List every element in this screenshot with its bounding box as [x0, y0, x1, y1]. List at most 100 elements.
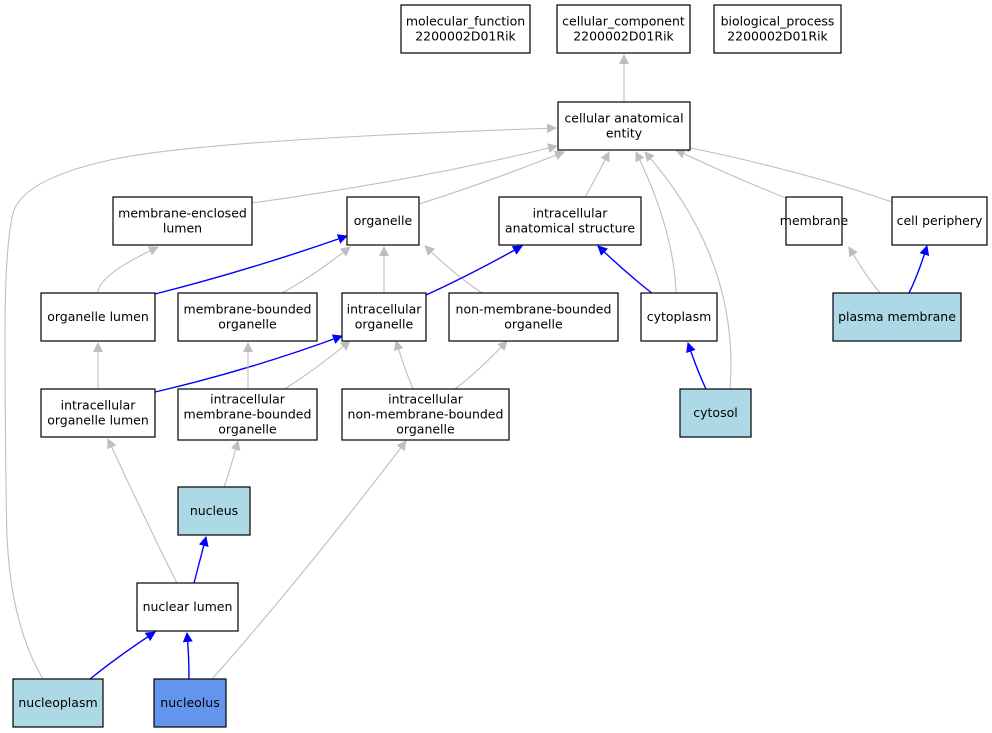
edge-intracellular-organelle-to-intracellular-anatomical-structure	[425, 245, 523, 296]
edge-nucleoplasm-to-nuclear-lumen	[89, 631, 156, 680]
term-label-line: non-membrane-bounded	[348, 407, 504, 422]
edge-nucleolus-to-intracellular-non-membrane-bounded-organelle	[211, 440, 407, 680]
term-box	[341, 388, 510, 441]
term-label-line: organelle lumen	[47, 309, 149, 324]
term-label-line: organelle	[354, 213, 413, 228]
edge-nuclear-lumen-to-nucleus	[193, 536, 209, 584]
term-box	[832, 292, 962, 342]
term-label-line: cytoplasm	[647, 309, 712, 324]
term-box	[556, 4, 691, 54]
term-label-line: cell periphery	[897, 213, 983, 228]
term-label-line: organelle lumen	[47, 413, 149, 428]
term-label-line: nuclear lumen	[143, 599, 233, 614]
term-label-line: intracellular	[347, 302, 423, 317]
edge-cytoplasm-to-cellular-anatomical-entity	[635, 151, 677, 294]
term-label-line: entity	[606, 126, 643, 141]
term-label-line: 2200002D01Rik	[727, 29, 828, 44]
edge-membrane-bounded-organelle-to-organelle	[281, 246, 351, 294]
term-box	[785, 196, 843, 246]
term-node-cell-periphery[interactable]: cell periphery	[891, 196, 988, 246]
term-label-line: organelle	[355, 317, 414, 332]
term-label-line: membrane-bounded	[184, 407, 312, 422]
term-label-line: membrane-bounded	[184, 302, 312, 317]
term-label-line: cellular anatomical	[564, 111, 683, 126]
edge-organelle-lumen-to-organelle	[154, 234, 348, 295]
term-box	[153, 678, 227, 728]
edge-intracellular-non-membrane-bounded-organelle-to-non-membrane-bounded-organelle	[454, 340, 508, 390]
term-node-nucleus[interactable]: nucleus	[177, 486, 251, 536]
edge-cytosol-to-cytoplasm	[686, 342, 707, 390]
term-box	[136, 582, 239, 632]
term-label-line: organelle	[504, 317, 563, 332]
term-label-line: biological_process	[721, 14, 835, 29]
edge-membrane-to-cellular-anatomical-entity	[675, 149, 787, 199]
edge-plasma-membrane-to-cell-periphery	[908, 245, 930, 294]
edge-cytoplasm-to-intracellular-anatomical-structure	[597, 245, 654, 295]
edges-layer	[4, 54, 930, 680]
term-node-organelle[interactable]: organelle	[346, 196, 420, 246]
term-label-line: intracellular	[61, 398, 137, 413]
term-box	[177, 486, 251, 536]
edge-intracellular-organelle-lumen-to-intracellular-organelle	[154, 334, 343, 393]
term-label-line: lumen	[163, 221, 202, 236]
term-box	[177, 388, 318, 441]
term-box	[177, 292, 318, 342]
edge-intracellular-non-membrane-bounded-organelle-to-intracellular-organelle	[393, 340, 414, 390]
term-label-line: nucleus	[190, 503, 238, 518]
term-label-line: nucleolus	[160, 695, 219, 710]
term-label-line: plasma membrane	[838, 309, 956, 324]
term-box	[112, 196, 253, 246]
edge-cell-periphery-to-cellular-anatomical-entity	[680, 142, 893, 203]
term-node-plasma-membrane[interactable]: plasma membrane	[832, 292, 962, 342]
edge-non-membrane-bounded-organelle-to-organelle	[424, 245, 483, 294]
term-label-line: molecular_function	[406, 14, 525, 29]
term-box	[713, 4, 842, 54]
edge-intracellular-membrane-bounded-organelle-to-intracellular-organelle	[282, 340, 351, 391]
term-label-line: anatomical structure	[505, 221, 635, 236]
edge-organelle-to-cellular-anatomical-entity	[418, 150, 565, 205]
term-label-line: intracellular	[388, 392, 464, 407]
term-node-cytoplasm[interactable]: cytoplasm	[640, 292, 718, 342]
term-label-line: membrane	[780, 213, 849, 228]
term-node-intracellular-non-membrane-bounded-organelle[interactable]: intracellularnon-membrane-boundedorganel…	[341, 388, 510, 441]
edge-nuclear-lumen-to-intracellular-organelle-lumen	[107, 438, 178, 584]
term-label-line: 2200002D01Rik	[415, 29, 516, 44]
term-node-nucleolus[interactable]: nucleolus	[153, 678, 227, 728]
term-label-line: organelle	[396, 422, 455, 437]
edge-organelle-lumen-to-membrane-enclosed-lumen	[97, 246, 159, 294]
term-node-cytosol[interactable]: cytosol	[679, 388, 752, 438]
term-box	[40, 388, 156, 438]
term-node-nuclear-lumen[interactable]: nuclear lumen	[136, 582, 239, 632]
term-box	[346, 196, 420, 246]
term-box	[448, 292, 619, 342]
term-node-nucleoplasm[interactable]: nucleoplasm	[12, 678, 104, 728]
term-box	[891, 196, 988, 246]
edge-nucleoplasm-to-cellular-anatomical-entity	[4, 123, 557, 680]
term-node-organelle-lumen[interactable]: organelle lumen	[40, 292, 156, 342]
term-box	[679, 388, 752, 438]
term-box	[557, 101, 691, 151]
term-label-line: cytosol	[693, 405, 737, 420]
term-label-line: cellular_component	[562, 14, 685, 29]
term-node-membrane[interactable]: membrane	[780, 196, 849, 246]
edge-nucleus-to-intracellular-membrane-bounded-organelle	[223, 440, 241, 488]
nodes-layer: molecular_function2200002D01Rikcellular_…	[12, 4, 988, 728]
term-label-line: intracellular	[533, 206, 609, 221]
term-label-line: membrane-enclosed	[118, 206, 247, 221]
edge-cytosol-to-cellular-anatomical-entity	[644, 151, 732, 390]
edge-intracellular-anatomical-structure-to-cellular-anatomical-entity	[584, 151, 610, 198]
term-label-line: non-membrane-bounded	[456, 302, 612, 317]
edge-plasma-membrane-to-membrane	[848, 246, 881, 294]
term-box	[341, 292, 427, 342]
